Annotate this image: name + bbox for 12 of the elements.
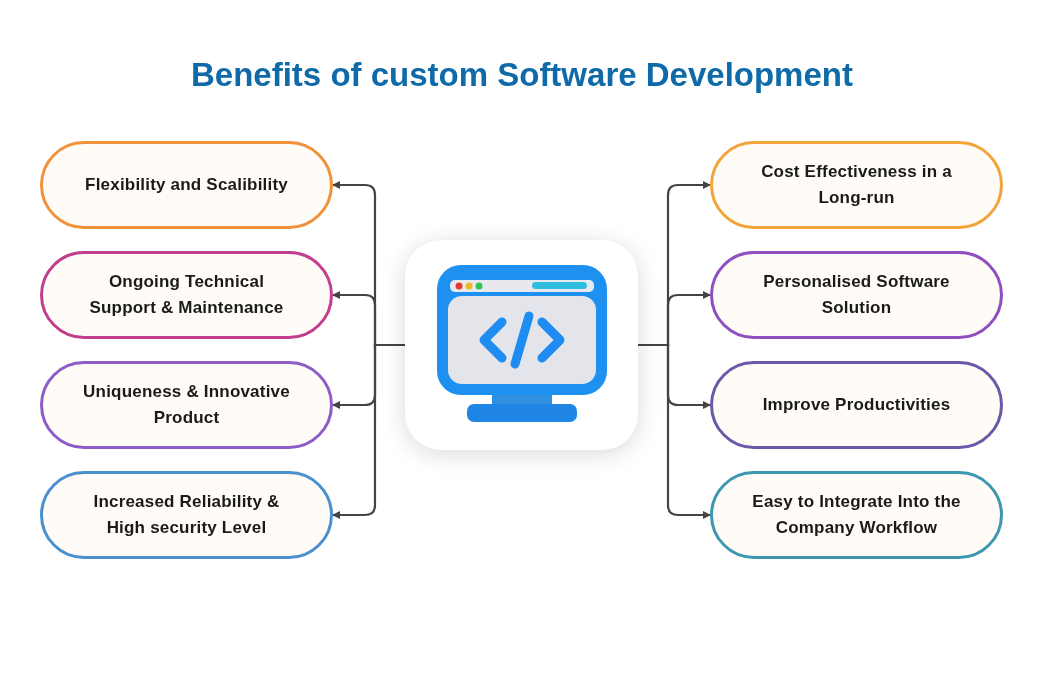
benefit-text: Improve Productivities <box>762 394 951 416</box>
benefit-text: Uniqueness & Innovative Product <box>82 381 291 429</box>
benefit-text: Easy to Integrate Into the Company Workflow <box>751 491 962 539</box>
connector-arrow <box>332 343 405 519</box>
picture-card <box>405 240 638 450</box>
benefit-text: Ongoing Technical Support & Maintenance <box>88 271 285 319</box>
benefit-text: Personalised Software Solution <box>762 271 951 319</box>
title: Benefits of custom Software Development <box>191 55 853 95</box>
benefit-text: Cost Effectiveness in a Long-run <box>760 161 953 209</box>
connector-arrow <box>638 343 711 519</box>
benefit-text: Increased Reliability & High security Level <box>92 491 281 539</box>
benefit-text: Flexibility and Scalibility <box>85 174 288 196</box>
